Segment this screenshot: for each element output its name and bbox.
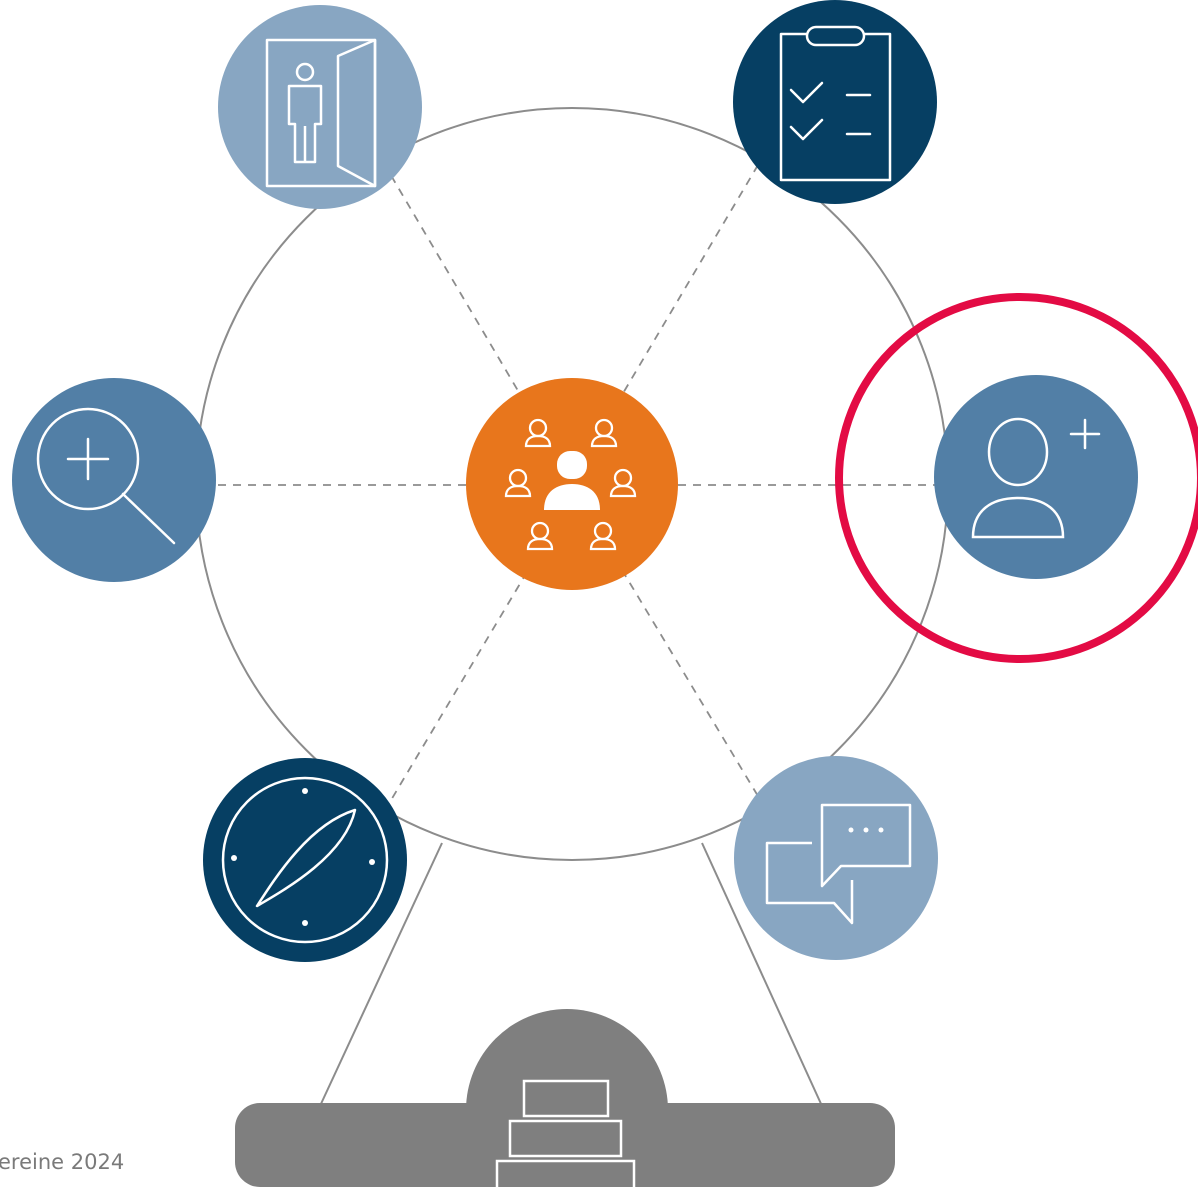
wheel-spokes [218,149,936,833]
compass-icon [221,776,389,944]
node-tasks [733,0,937,204]
chat-bubbles-icon [765,803,912,925]
door-person-icon [265,38,377,188]
stacked-blocks-icon [495,1079,636,1187]
people-group-icon [504,418,637,551]
node-orientation [203,758,407,962]
node-entry [218,5,422,209]
checklist-icon [779,25,892,182]
magnify-plus-icon [36,407,176,545]
node-add-member [934,375,1138,579]
node-community [466,378,678,590]
wheel-support-legs [319,842,823,1107]
node-foundation [235,1009,895,1187]
user-plus-icon [971,417,1101,539]
node-search [12,378,216,582]
footer-credit: ereine 2024 [0,1150,125,1174]
highlight-ring [835,293,1198,663]
node-communication [734,756,938,960]
